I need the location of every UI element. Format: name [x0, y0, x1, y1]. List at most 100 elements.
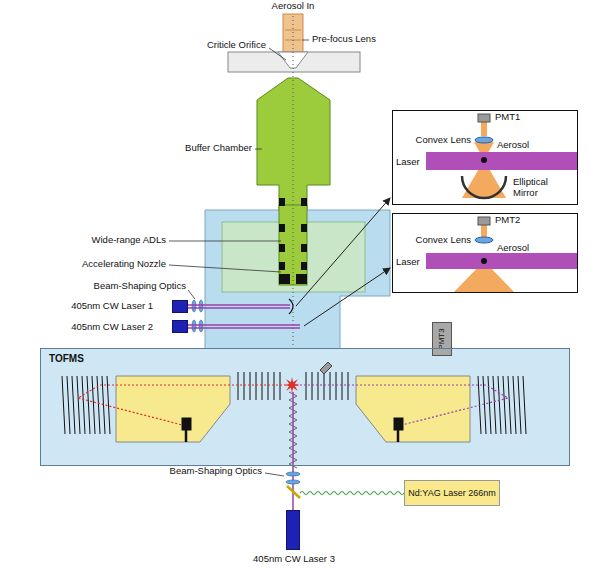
leader-line	[302, 40, 309, 41]
beam-shaping-lenses	[199, 320, 203, 332]
inset-panel: PMT1Convex LensAerosolLaserElliptical Mi…	[392, 110, 578, 205]
inset-illustration	[481, 122, 487, 136]
ion-grid	[238, 372, 239, 400]
part-label: Aerosol In	[272, 1, 315, 12]
inset-illustration	[475, 137, 493, 143]
inset-illustration	[478, 217, 490, 225]
ion-grid	[306, 372, 307, 400]
laser-name: Nd:YAG Laser 266nm	[408, 488, 495, 498]
ion-grid	[498, 376, 501, 434]
detector-label: PMT2	[495, 215, 520, 226]
lens-apertures	[279, 244, 285, 252]
buffer-chamber	[257, 78, 330, 215]
inset-illustration	[392, 213, 578, 293]
buffer-chamber	[257, 78, 330, 215]
ion-grid	[67, 376, 70, 434]
laser-source: 405nm CW Laser 1	[172, 300, 188, 313]
inset-illustration	[481, 258, 487, 264]
ion-grid	[72, 376, 75, 434]
part-label: Wide-range ADLs	[92, 235, 166, 246]
lens-apertures	[279, 262, 285, 270]
ion-grid	[244, 372, 245, 400]
ion-grid	[82, 376, 85, 434]
ion-grid	[274, 372, 275, 400]
part-label: Beam-Shaping Optics	[170, 466, 262, 477]
light-guide	[320, 362, 332, 374]
part-label: Buffer Chamber	[185, 143, 252, 154]
particle-label: Aerosol	[497, 243, 529, 254]
laser-source: 405nm CW Laser 3	[286, 510, 300, 550]
ion-grid	[62, 376, 65, 434]
lens-label: Convex Lens	[416, 135, 471, 146]
inset-illustration	[426, 152, 578, 170]
ionization-spot	[284, 377, 300, 393]
lens-apertures	[301, 224, 307, 232]
ion-grid	[97, 376, 100, 434]
ion-grid	[77, 376, 80, 434]
particle-label: Aerosol	[497, 140, 529, 151]
laser-beam	[188, 305, 300, 328]
laser-name: 405nm CW Laser 1	[71, 301, 153, 312]
lens-label: Convex Lens	[416, 235, 471, 246]
inset-illustration	[462, 176, 506, 198]
ion-grid	[330, 372, 331, 400]
ion-grid	[488, 376, 491, 434]
ion-grid	[493, 376, 496, 434]
dichroic-mirror	[287, 486, 300, 498]
inset-illustration	[475, 237, 493, 243]
lens-apertures	[279, 274, 290, 284]
laser-name: 405nm CW Laser 2	[71, 322, 153, 333]
lens-apertures	[279, 224, 285, 232]
ion-grid	[518, 376, 521, 434]
reflectron	[116, 376, 230, 442]
ion-grid	[348, 372, 349, 400]
ion-grid	[92, 376, 95, 434]
ion-grid	[318, 372, 319, 400]
part-label: Accelerating Nozzle	[82, 259, 166, 270]
laser-beam	[188, 327, 300, 329]
callout-arrow	[296, 198, 390, 326]
beam-shaping-lenses	[192, 320, 196, 332]
tofms-fill	[40, 348, 570, 466]
detector-label: PMT1	[495, 112, 520, 123]
ion-grid	[87, 376, 90, 434]
leader-line	[169, 241, 281, 242]
beam-shaping-lenses	[286, 472, 300, 484]
ion-grid	[268, 372, 269, 400]
reflectron	[356, 376, 470, 442]
ion-grid	[508, 376, 511, 434]
part-label: Criticle Orifice	[207, 40, 266, 51]
pmt-name: PMT3	[437, 328, 446, 349]
lens-apertures	[296, 274, 307, 284]
pmt-detector: PMT3	[432, 322, 452, 356]
laser-beam	[188, 307, 290, 309]
inset-illustration	[481, 157, 487, 163]
collection-mirror	[289, 299, 293, 314]
inset-panel: PMT2Convex LensAerosolLaser	[392, 213, 578, 293]
ion-detector	[397, 430, 400, 442]
tofms-chamber: TOFMS	[40, 348, 570, 466]
ion-detector	[182, 418, 191, 430]
laser-beam	[188, 324, 300, 326]
inset-illustration	[392, 110, 578, 205]
inset-illustration	[481, 225, 487, 237]
beam-shaping-lenses	[192, 300, 196, 312]
ion-grid	[503, 376, 506, 434]
laser-source: 405nm CW Laser 2	[172, 320, 188, 333]
ion-grid	[336, 372, 337, 400]
orifice-plate	[228, 52, 360, 72]
inset-illustration	[478, 114, 490, 122]
ion-grid	[280, 372, 281, 400]
uv-laser-beam	[300, 492, 404, 495]
leader-line	[265, 473, 284, 476]
laser-label: Laser	[396, 257, 420, 268]
lens-apertures	[301, 198, 307, 206]
ion-grid	[256, 372, 257, 400]
beam-shaping-lenses	[199, 300, 203, 312]
ion-grid	[262, 372, 263, 400]
laser-beam	[188, 304, 290, 306]
orifice-plate	[228, 52, 360, 72]
leader-line	[255, 149, 262, 150]
